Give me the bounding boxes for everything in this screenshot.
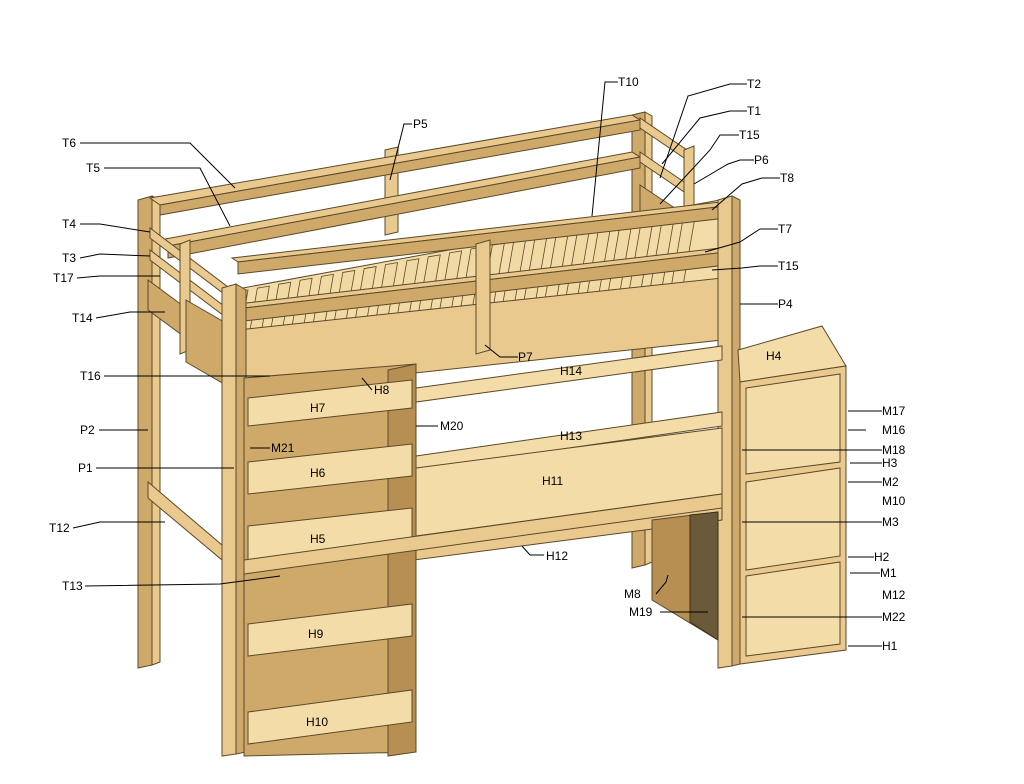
- label-h7: H7: [310, 401, 326, 415]
- label-t16: T16: [80, 369, 101, 383]
- label-h12: H12: [546, 549, 568, 563]
- label-p6: P6: [754, 153, 769, 167]
- label-t13: T13: [62, 579, 83, 593]
- post-p7: [475, 239, 491, 355]
- label-h9: H9: [308, 627, 324, 641]
- label-t1: T1: [747, 104, 761, 118]
- shelf-h9: [247, 603, 413, 657]
- shelf-h7: [247, 379, 413, 427]
- label-t10: T10: [618, 75, 639, 89]
- desk-edge-h12: [243, 493, 723, 575]
- shelf-h14: [415, 345, 723, 403]
- label-p2: P2: [80, 423, 95, 437]
- label-t6: T6: [62, 136, 76, 150]
- post-p1: [221, 283, 237, 757]
- shelf-h6: [247, 443, 413, 495]
- label-h4: H4: [766, 349, 782, 363]
- label-t8: T8: [780, 171, 794, 185]
- label-m17: M17: [882, 404, 906, 418]
- label-h5: H5: [310, 532, 326, 546]
- label-m22: M22: [882, 610, 906, 624]
- label-m18: M18: [882, 443, 906, 457]
- label-t5: T5: [86, 161, 100, 175]
- label-m1: M1: [880, 566, 897, 580]
- label-m8: M8: [624, 587, 641, 601]
- label-m16: M16: [882, 423, 906, 437]
- label-m19: M19: [629, 605, 653, 619]
- label-h8: H8: [374, 383, 390, 397]
- label-p1: P1: [78, 461, 93, 475]
- rail-t12: [147, 480, 223, 562]
- label-p4: P4: [778, 297, 793, 311]
- part-labels: T6 T5 T4 T3 T17 T14 T16 P2 P1 T12 T13 P5…: [49, 75, 906, 729]
- label-h6: H6: [310, 466, 326, 480]
- label-h11: H11: [542, 474, 563, 488]
- label-t12: T12: [49, 521, 70, 535]
- label-t3: T3: [62, 251, 76, 265]
- label-m10: M10: [882, 494, 906, 508]
- post-p2: [137, 195, 153, 669]
- label-p5: P5: [413, 117, 428, 131]
- label-m12: M12: [882, 588, 906, 602]
- label-h3: H3: [882, 456, 898, 470]
- label-t4: T4: [62, 217, 76, 231]
- leader-lines: [72, 81, 882, 647]
- label-t15-top: T15: [739, 128, 760, 142]
- label-h2: H2: [874, 550, 890, 564]
- shelf-h10: [247, 689, 413, 745]
- label-m21: M21: [271, 441, 295, 455]
- label-m3: M3: [882, 515, 899, 529]
- label-t2: T2: [747, 77, 761, 91]
- label-t15-front: T15: [778, 259, 799, 273]
- label-t17: T17: [53, 271, 74, 285]
- label-m20: M20: [440, 419, 464, 433]
- label-p7: P7: [518, 350, 533, 364]
- label-h1: H1: [882, 639, 898, 653]
- shelf-unit: [243, 325, 847, 757]
- shelf-h13: [415, 411, 723, 471]
- label-h13: H13: [560, 429, 582, 443]
- label-m2: M2: [882, 475, 899, 489]
- label-h14: H14: [560, 364, 582, 378]
- label-t7: T7: [778, 222, 792, 236]
- label-h10: H10: [306, 715, 328, 729]
- label-t14: T14: [72, 311, 93, 325]
